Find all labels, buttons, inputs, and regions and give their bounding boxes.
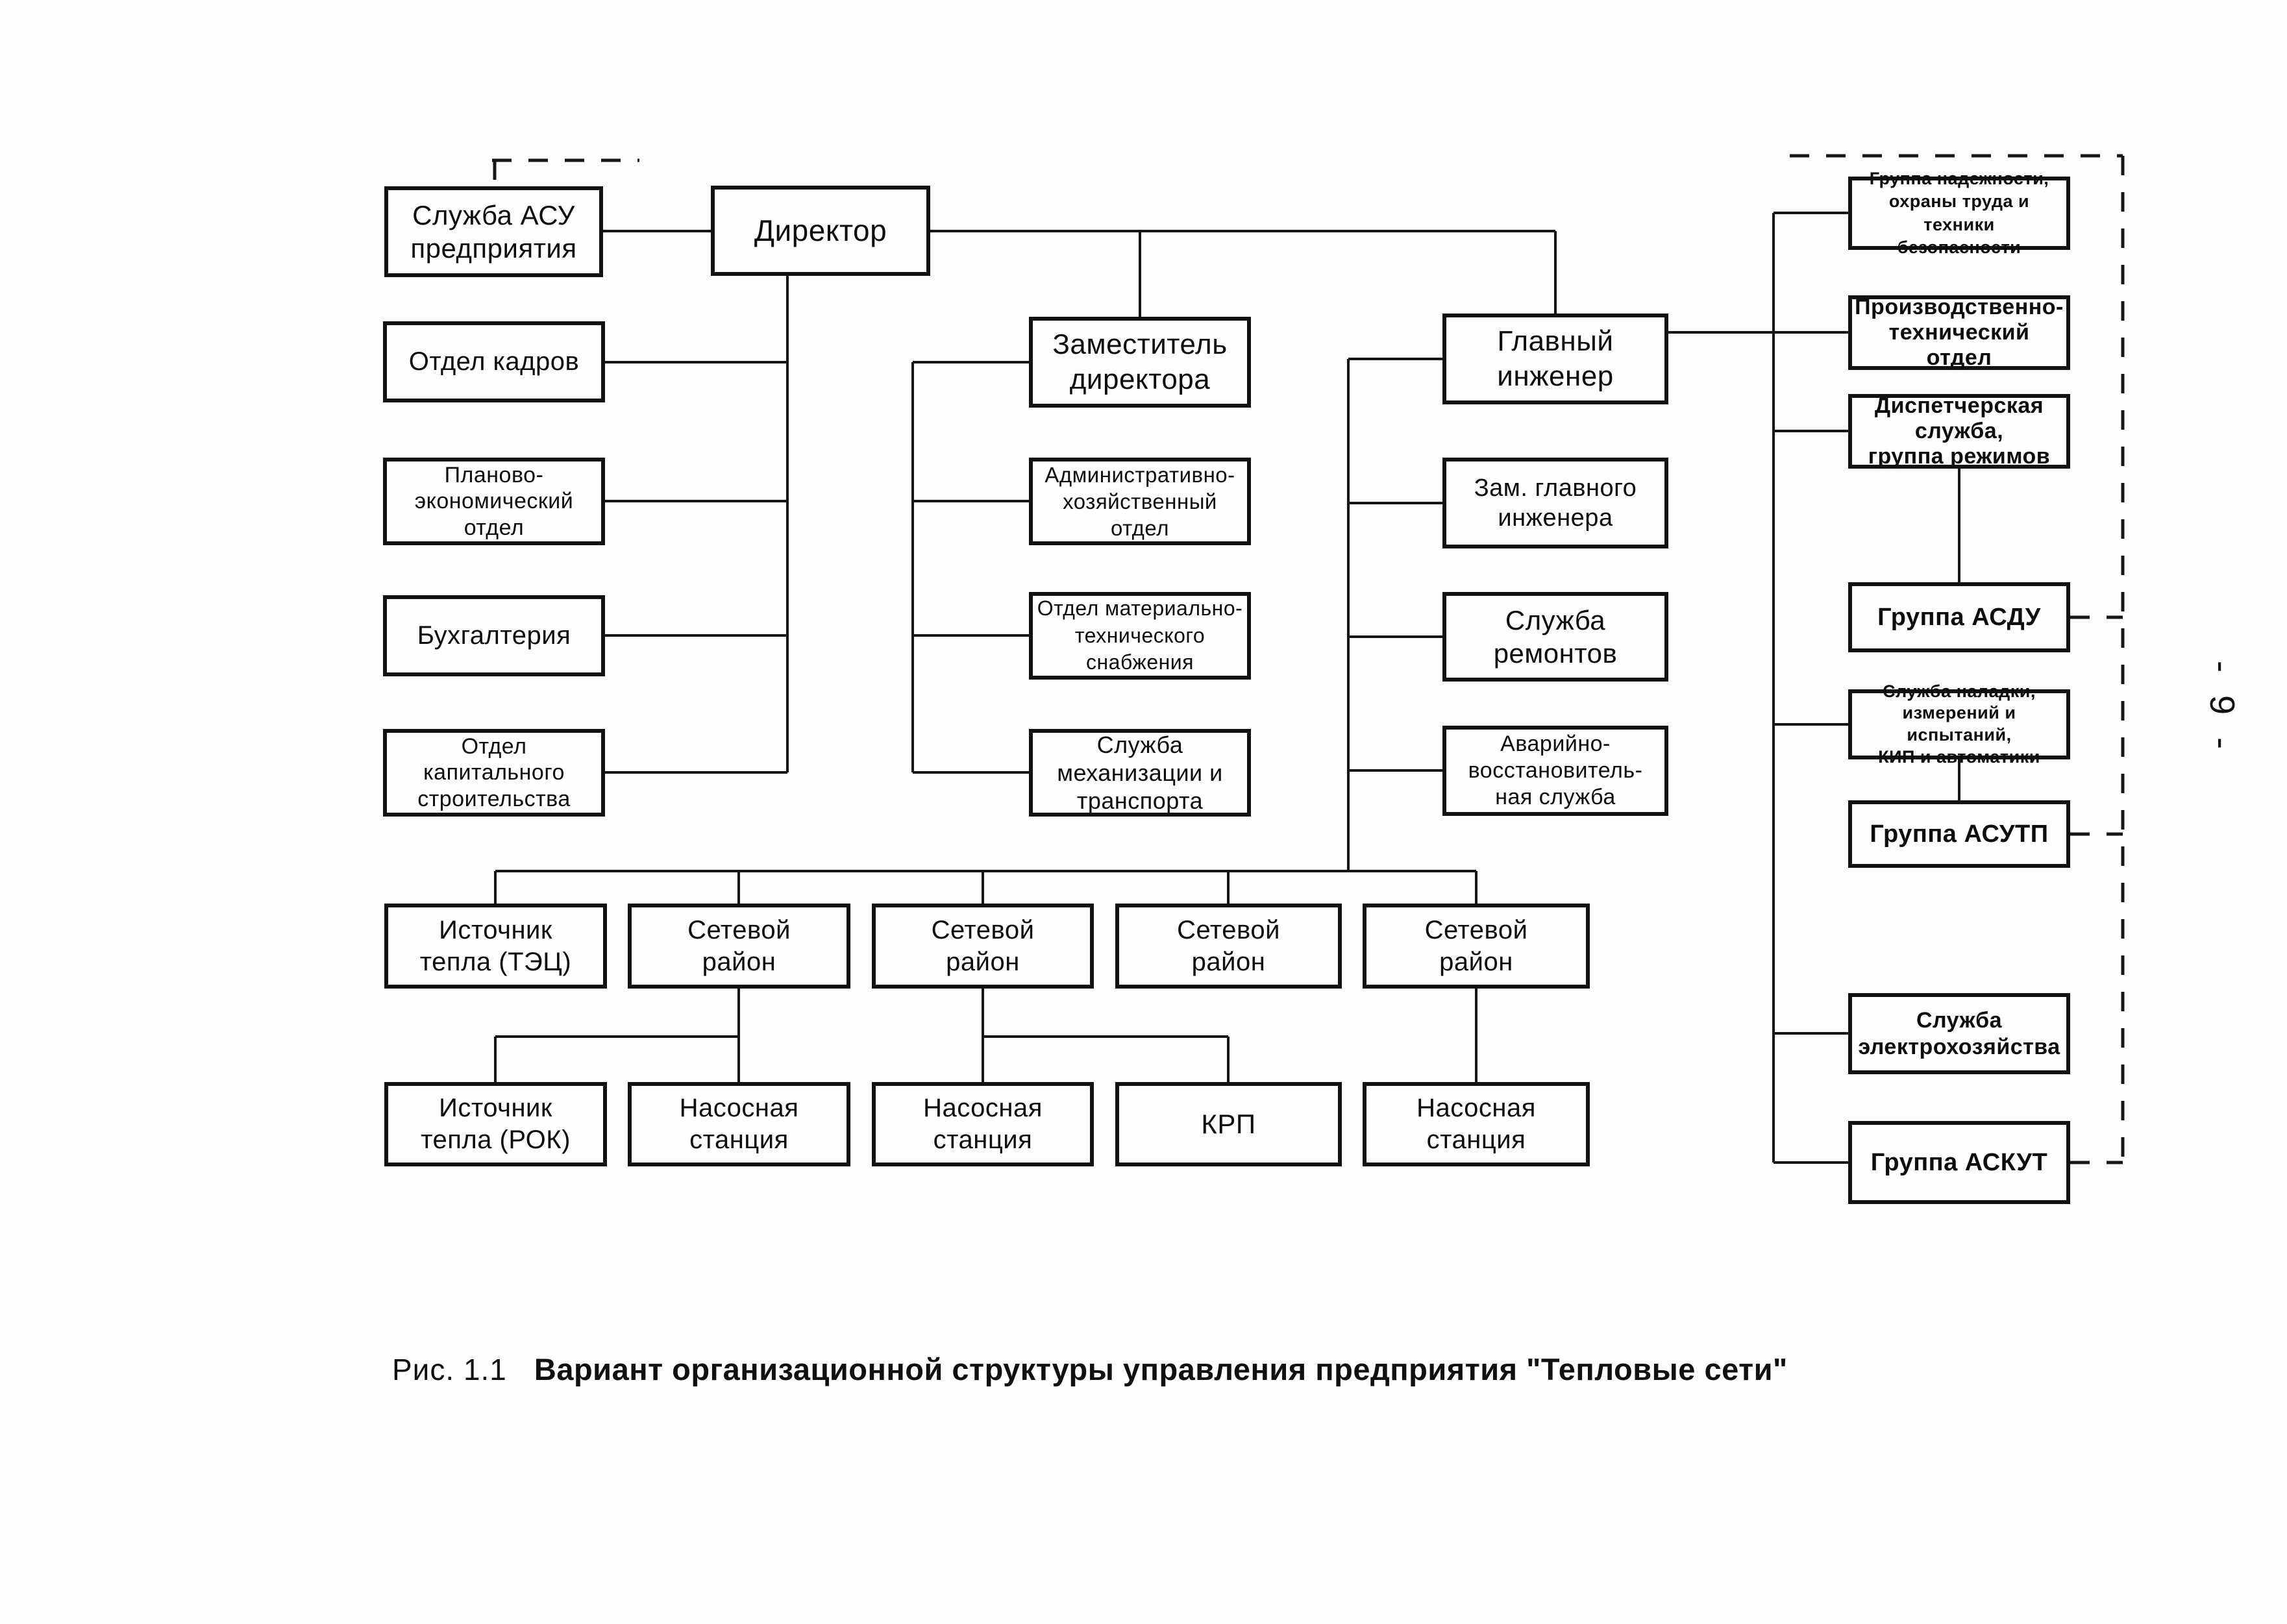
box-asdu-group: Группа АСДУ	[1848, 582, 2070, 652]
figure-caption-title: Вариант организационной структуры управл…	[534, 1352, 1788, 1386]
figure-caption-number: Рис. 1.1	[392, 1353, 507, 1386]
box-pump-station-2: Насосная станция	[872, 1082, 1094, 1166]
figure-caption: Рис. 1.1 Вариант организационной структу…	[392, 1351, 2106, 1387]
box-network-district-4: Сетевой район	[1363, 904, 1590, 989]
box-asutp-group: Группа АСУТП	[1848, 800, 2070, 868]
box-adjustment-measurement-service: Служба наладки, измерений и испытаний, К…	[1848, 682, 2070, 767]
box-director: Директор	[711, 186, 930, 276]
box-electrical-service: Служба электрохозяйства	[1848, 993, 2070, 1074]
box-mechanization-transport: Служба механизации и транспорта	[1029, 729, 1251, 817]
box-planning-economic: Планово- экономический отдел	[383, 458, 605, 545]
box-dispatch-service: Диспетчерская служба, группа режимов	[1848, 393, 2070, 469]
box-deputy-director: Заместитель директора	[1029, 317, 1251, 408]
box-production-technical: Производственно- технический отдел	[1848, 295, 2070, 370]
box-pump-station-3: Насосная станция	[1363, 1082, 1590, 1166]
box-reliability-safety-group: Группа надежности, охраны труда и техник…	[1848, 169, 2070, 257]
box-repairs-service: Служба ремонтов	[1442, 592, 1668, 682]
box-material-supply: Отдел материально- технического снабжени…	[1029, 592, 1251, 680]
box-network-district-3: Сетевой район	[1115, 904, 1342, 989]
box-chief-engineer: Главный инженер	[1442, 314, 1668, 404]
box-asu-service: Служба АСУ предприятия	[384, 186, 603, 277]
box-capital-construction: Отдел капитального строительства	[383, 729, 605, 817]
dashed-connectors	[492, 154, 2125, 1164]
box-pump-station-1: Насосная станция	[628, 1082, 850, 1166]
solid-connectors	[494, 212, 1960, 1164]
box-accounting: Бухгалтерия	[383, 595, 605, 676]
box-emergency-recovery: Аварийно- восстановитель- ная служба	[1442, 726, 1668, 816]
box-askut-group: Группа АСКУТ	[1848, 1121, 2070, 1204]
box-network-district-2: Сетевой район	[872, 904, 1094, 989]
box-hr-department: Отдел кадров	[383, 321, 605, 402]
box-admin-household: Административно- хозяйственный отдел	[1029, 458, 1251, 545]
box-krp: КРП	[1115, 1082, 1342, 1166]
box-network-district-1: Сетевой район	[628, 904, 850, 989]
box-heat-source-tec: Источник тепла (ТЭЦ)	[384, 904, 607, 989]
box-deputy-chief-engineer: Зам. главного инженера	[1442, 458, 1668, 548]
box-heat-source-rok: Источник тепла (РОК)	[384, 1082, 607, 1166]
page-number: - 9 -	[2203, 660, 2242, 756]
